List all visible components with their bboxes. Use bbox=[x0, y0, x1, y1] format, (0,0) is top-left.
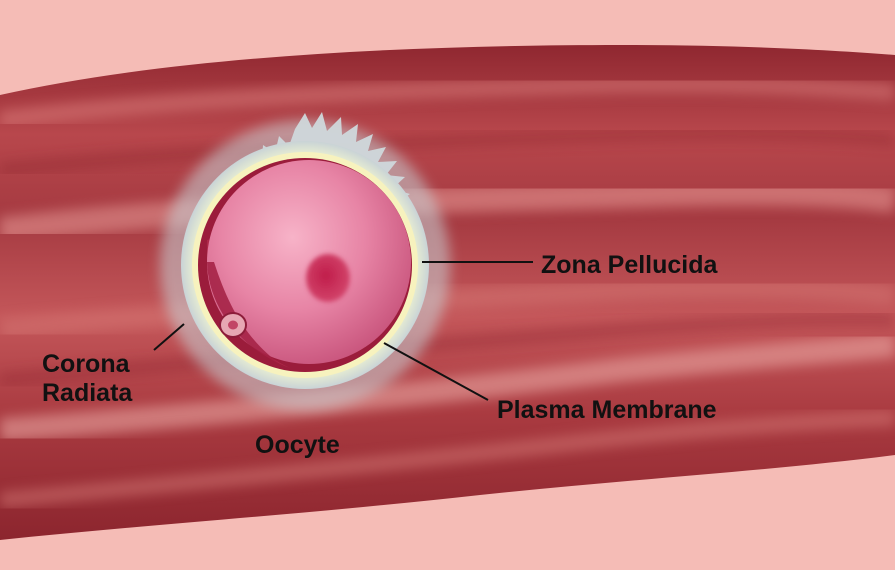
leader-lines bbox=[153, 261, 533, 401]
fallopian-tube bbox=[0, 45, 895, 540]
label-corona-radiata: Corona Radiata bbox=[42, 350, 132, 408]
corona-radiata-leader bbox=[153, 323, 185, 351]
label-zona-pellucida: Zona Pellucida bbox=[541, 251, 718, 279]
label-corona-radiata-line1: Corona bbox=[42, 350, 130, 378]
label-oocyte: Oocyte bbox=[255, 431, 340, 459]
label-plasma-membrane: Plasma Membrane bbox=[497, 396, 717, 424]
cytoplasm bbox=[207, 160, 411, 364]
label-corona-radiata-line2: Radiata bbox=[42, 379, 133, 407]
nucleus bbox=[306, 254, 350, 302]
oocyte-cell bbox=[198, 158, 412, 372]
plasma-membrane-leader bbox=[383, 342, 489, 401]
polar-body bbox=[219, 312, 247, 338]
